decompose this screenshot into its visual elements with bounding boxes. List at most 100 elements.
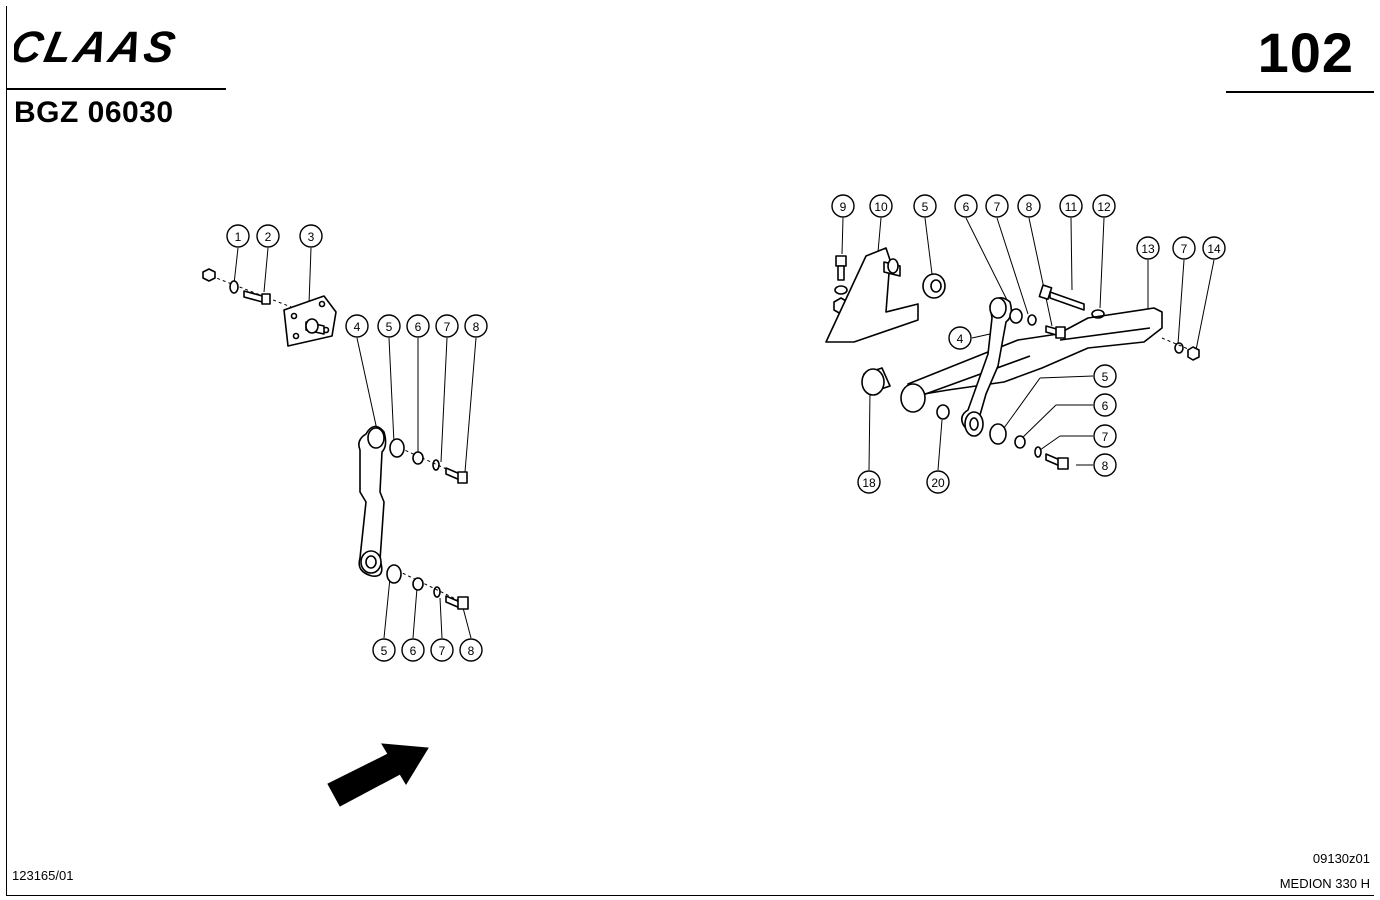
model-name: MEDION 330 H [1279, 876, 1370, 891]
bolt-part-8-side-icon [1045, 453, 1069, 470]
callout: 8 [1017, 194, 1041, 218]
lever-arm-part-4-icon [358, 425, 387, 577]
svg-text:8: 8 [1102, 459, 1109, 473]
svg-text:1: 1 [235, 230, 242, 244]
left-leader-lines [205, 247, 477, 639]
callout: 7 [1172, 236, 1196, 260]
main-frame-part-13-icon [900, 307, 1163, 413]
svg-text:3: 3 [308, 230, 315, 244]
svg-text:12: 12 [1097, 200, 1111, 214]
document-reference: 123165/01 [12, 868, 74, 883]
svg-text:7: 7 [444, 320, 451, 334]
spring-washer-part-7-side-icon [1034, 446, 1042, 458]
callout: 4 [948, 326, 972, 350]
svg-text:7: 7 [1102, 430, 1109, 444]
washer-part-6-top-icon [1009, 308, 1023, 324]
svg-text:8: 8 [468, 644, 475, 658]
left-assembly: 1 2 3 4 5 6 7 8 5 6 7 8 [202, 224, 488, 662]
spring-washer-part-7-right-icon [1174, 342, 1184, 354]
callout: 6 [1093, 393, 1117, 417]
bushing-part-5-upper-icon [389, 438, 405, 458]
svg-text:8: 8 [473, 320, 480, 334]
callout: 7 [430, 638, 454, 662]
svg-text:7: 7 [994, 200, 1001, 214]
washer-part-6-upper-icon [412, 451, 424, 465]
washer-part-6-lower-icon [412, 577, 424, 591]
svg-text:6: 6 [410, 644, 417, 658]
callout: 11 [1059, 194, 1083, 218]
svg-text:5: 5 [1102, 370, 1109, 384]
svg-text:2: 2 [265, 230, 272, 244]
page-number: 102 [1257, 21, 1354, 84]
svg-text:11: 11 [1065, 200, 1078, 214]
right-bottom-callouts: 18 20 [857, 470, 950, 494]
callout: 8 [459, 638, 483, 662]
left-lower-callouts: 5 6 7 8 [372, 638, 483, 662]
svg-text:10: 10 [874, 200, 888, 214]
svg-text:7: 7 [1181, 242, 1188, 256]
left-upper-callouts: 4 5 6 7 8 [345, 314, 488, 338]
right-leader-lines [841, 217, 1215, 471]
callout: 5 [913, 194, 937, 218]
callout: 5 [372, 638, 396, 662]
callout: 8 [1093, 453, 1117, 477]
bolt-part-8-upper-icon [445, 467, 468, 484]
washer-part-12-icon [1091, 309, 1105, 319]
svg-text:13: 13 [1141, 242, 1155, 256]
bushing-part-18-icon [861, 367, 891, 396]
svg-text:5: 5 [381, 644, 388, 658]
svg-text:6: 6 [415, 320, 422, 334]
callout: 7 [1093, 424, 1117, 448]
claas-logo: CLAAS [14, 23, 182, 70]
washer-part-6-side-icon [1014, 435, 1026, 449]
callout: 12 [1092, 194, 1116, 218]
right-side-callouts: 4 5 6 7 8 [948, 326, 1117, 477]
svg-text:8: 8 [1026, 200, 1033, 214]
callout: 13 [1136, 236, 1160, 260]
direction-of-travel-arrow-icon [327, 743, 429, 807]
lever-arm-part-4-right-icon [960, 297, 1013, 437]
svg-text:6: 6 [963, 200, 970, 214]
callout: 20 [926, 470, 950, 494]
nut-part-1-icon [202, 268, 216, 282]
washer-part-1-icon [229, 280, 239, 294]
svg-text:20: 20 [931, 476, 945, 490]
svg-text:5: 5 [386, 320, 393, 334]
callout: 1 [226, 224, 250, 248]
header-rule-left [6, 88, 226, 90]
svg-text:CLAAS: CLAAS [14, 23, 182, 70]
callout: 6 [954, 194, 978, 218]
bushing-part-5-top-icon [922, 273, 946, 299]
bolt-part-8-top-icon [1045, 325, 1066, 339]
washer-part-20-icon [936, 404, 950, 420]
svg-text:6: 6 [1102, 399, 1109, 413]
callout: 10 [869, 194, 893, 218]
svg-text:7: 7 [439, 644, 446, 658]
callout: 14 [1202, 236, 1226, 260]
callout: 7 [985, 194, 1009, 218]
document-code: BGZ 06030 [14, 96, 174, 129]
svg-text:14: 14 [1207, 242, 1221, 256]
spring-washer-part-7-lower-icon [433, 586, 441, 598]
right-top-callouts: 9 10 5 6 7 8 11 12 13 7 14 [831, 194, 1226, 260]
figure-code: 09130z01 [1312, 851, 1370, 866]
header-rule-right [1226, 91, 1374, 93]
callout: 2 [256, 224, 280, 248]
callout: 5 [377, 314, 401, 338]
nut-part-14-icon [1187, 346, 1200, 361]
spring-washer-part-7-top-icon [1027, 314, 1037, 326]
spring-washer-part-7-upper-icon [432, 459, 440, 471]
callout: 5 [1093, 364, 1117, 388]
callout: 4 [345, 314, 369, 338]
bolt-part-2-icon [243, 290, 271, 305]
callout: 6 [406, 314, 430, 338]
support-bracket-part-10-icon [825, 247, 919, 343]
svg-text:4: 4 [957, 332, 964, 346]
left-top-callouts: 1 2 3 [226, 224, 323, 248]
callout: 7 [435, 314, 459, 338]
svg-text:18: 18 [862, 476, 876, 490]
bracket-plate-part-3-icon [283, 295, 337, 347]
callout: 3 [299, 224, 323, 248]
svg-text:5: 5 [922, 200, 929, 214]
